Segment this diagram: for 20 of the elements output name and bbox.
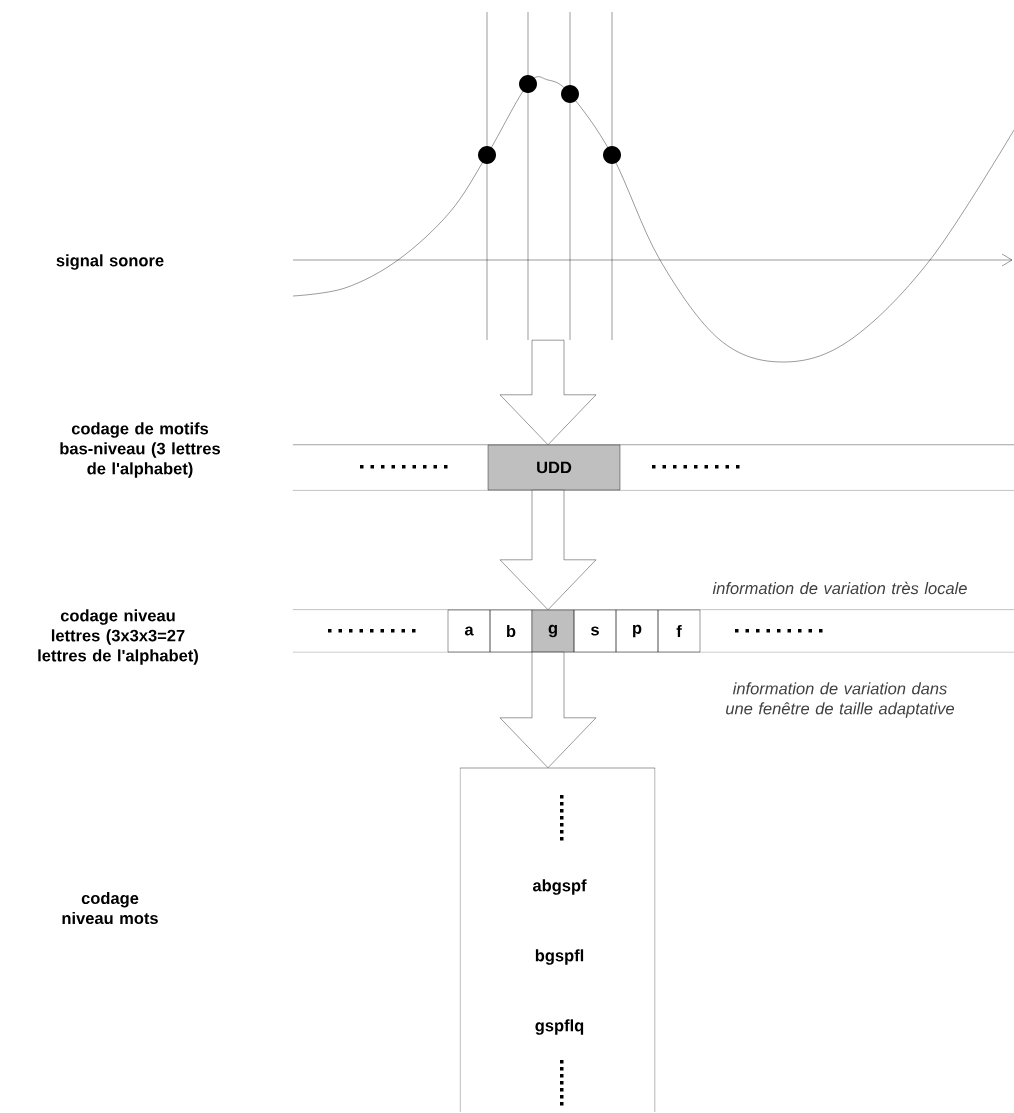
letter-cell: f <box>657 609 701 653</box>
node-label: bgspfl <box>535 949 584 965</box>
block-arrow <box>499 652 597 768</box>
stage-label: signal sonore <box>56 254 164 270</box>
block-arrow <box>499 490 597 610</box>
letter-cell: p <box>615 609 659 653</box>
note-text: information de variation très locale <box>712 581 967 595</box>
signal-drawing <box>292 11 1014 363</box>
node-label: abgspf <box>532 879 587 895</box>
stage-label: codage niveau lettres (3x3x3=27 lettres de l'alphabet) <box>38 609 198 665</box>
node-label: gspflq <box>535 1019 584 1035</box>
block-arrow <box>499 340 597 445</box>
letter-cell: s <box>573 609 617 653</box>
letter-cell: g <box>531 609 575 653</box>
stage-label: codage niveau mots <box>62 891 158 925</box>
word-list-box: abgspf bgspfl gspflq <box>459 767 656 1113</box>
note-text: information de variation dans une fenêtre de taille adaptative <box>726 682 954 718</box>
letter-cell: UDD <box>487 444 621 491</box>
stage-label: codage de motifs bas-niveau (3 lettres de l'alphabet) <box>60 422 220 478</box>
letter-cell: a <box>447 609 491 653</box>
